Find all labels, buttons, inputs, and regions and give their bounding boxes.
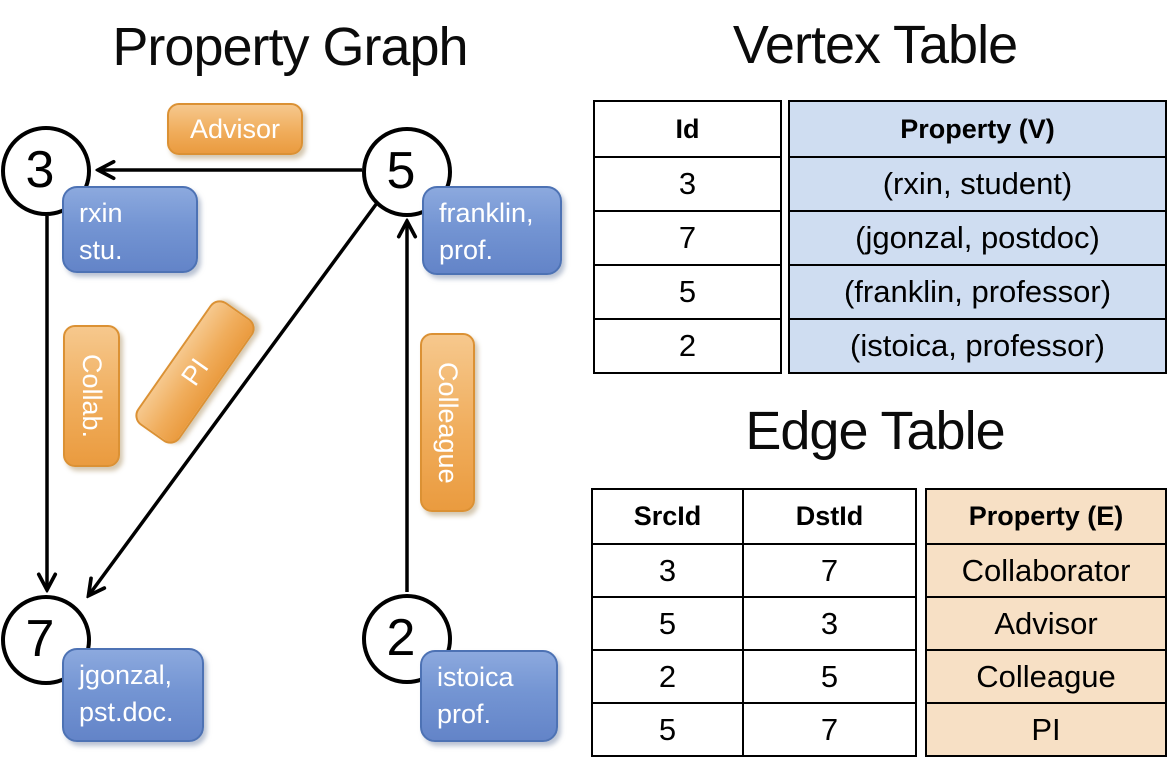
edge-table-src-cell: 2 xyxy=(593,651,744,702)
vertex-label-rxin: rxin stu. xyxy=(62,186,198,273)
vertex-table-id-cell: 5 xyxy=(678,274,697,309)
vertex-table-id-column: Id 3 7 5 2 xyxy=(593,100,782,374)
vertex-label-line: franklin, xyxy=(439,198,534,228)
vertex-table-property-cell: (rxin, student) xyxy=(882,166,1073,201)
edge-pi-5-to-7 xyxy=(89,201,379,595)
node-3-id: 3 xyxy=(25,141,55,199)
edge-table-dst-cell: 7 xyxy=(820,711,839,747)
vertex-table-id-cell: 3 xyxy=(678,166,697,201)
property-graph-title: Property Graph xyxy=(112,17,468,77)
node-5: 5 xyxy=(362,127,452,217)
edge-table-property-column: Property (E) Collaborator Advisor Collea… xyxy=(925,488,1167,757)
vertex-label-franklin: franklin, prof. xyxy=(422,186,562,275)
vertex-label-line: prof. xyxy=(439,235,494,265)
edge-table-src-cell: 3 xyxy=(593,545,744,596)
edge-table-src-header: SrcId xyxy=(593,490,744,543)
edge-table-dst-cell: 5 xyxy=(820,658,839,694)
edge-table-dst-cell: 3 xyxy=(820,605,839,641)
vertex-table-id-header: Id xyxy=(675,113,700,144)
vertex-label-line: jgonzal, xyxy=(79,660,173,690)
edge-label-collab: Collab. xyxy=(63,325,120,467)
node-7-id: 7 xyxy=(25,610,55,668)
edge-label-colleague: Colleague xyxy=(420,333,475,512)
edge-table-title: Edge Table xyxy=(745,401,1005,461)
graph-edges xyxy=(0,0,580,760)
vertex-table-property-cell: (jgonzal, postdoc) xyxy=(855,220,1100,255)
edge-table-dst-header: DstId xyxy=(795,501,864,531)
node-5-id: 5 xyxy=(386,142,416,200)
edge-table-id-columns: SrcId DstId 3 7 5 3 2 5 5 7 xyxy=(591,488,917,757)
vertex-label-istoica: istoica prof. xyxy=(420,650,558,742)
edge-table-property-cell: Colleague xyxy=(976,658,1116,694)
vertex-table-property-column: Property (V) (rxin, student) (jgonzal, p… xyxy=(788,100,1167,374)
vertex-table-id-cell: 7 xyxy=(678,220,697,255)
edge-table-property-cell: PI xyxy=(1031,711,1061,747)
edge-table-property-cell: Advisor xyxy=(994,605,1098,641)
node-2-id: 2 xyxy=(386,609,416,667)
vertex-label-jgonzal: jgonzal, pst.doc. xyxy=(62,648,204,742)
edge-table-property-cell: Collaborator xyxy=(961,552,1131,588)
edge-table-dst-cell: 7 xyxy=(820,552,839,588)
edge-table-src-cell: 5 xyxy=(593,704,744,755)
vertex-table-property-cell: (istoica, professor) xyxy=(850,328,1105,363)
edge-table-src-cell: 5 xyxy=(593,598,744,649)
edge-label-advisor: Advisor xyxy=(167,103,303,155)
edge-table-property-header: Property (E) xyxy=(968,501,1124,531)
vertex-table-property-cell: (franklin, professor) xyxy=(843,274,1112,309)
vertex-label-line: prof. xyxy=(437,699,492,729)
vertex-table-property-header: Property (V) xyxy=(900,113,1055,144)
vertex-label-line: stu. xyxy=(79,235,123,265)
vertex-table-id-cell: 2 xyxy=(678,328,697,363)
vertex-table-title: Vertex Table xyxy=(732,15,1018,75)
node-2: 2 xyxy=(362,594,452,684)
vertex-label-line: istoica xyxy=(437,662,514,692)
vertex-label-line: pst.doc. xyxy=(79,697,174,727)
vertex-label-line: rxin xyxy=(79,198,123,228)
